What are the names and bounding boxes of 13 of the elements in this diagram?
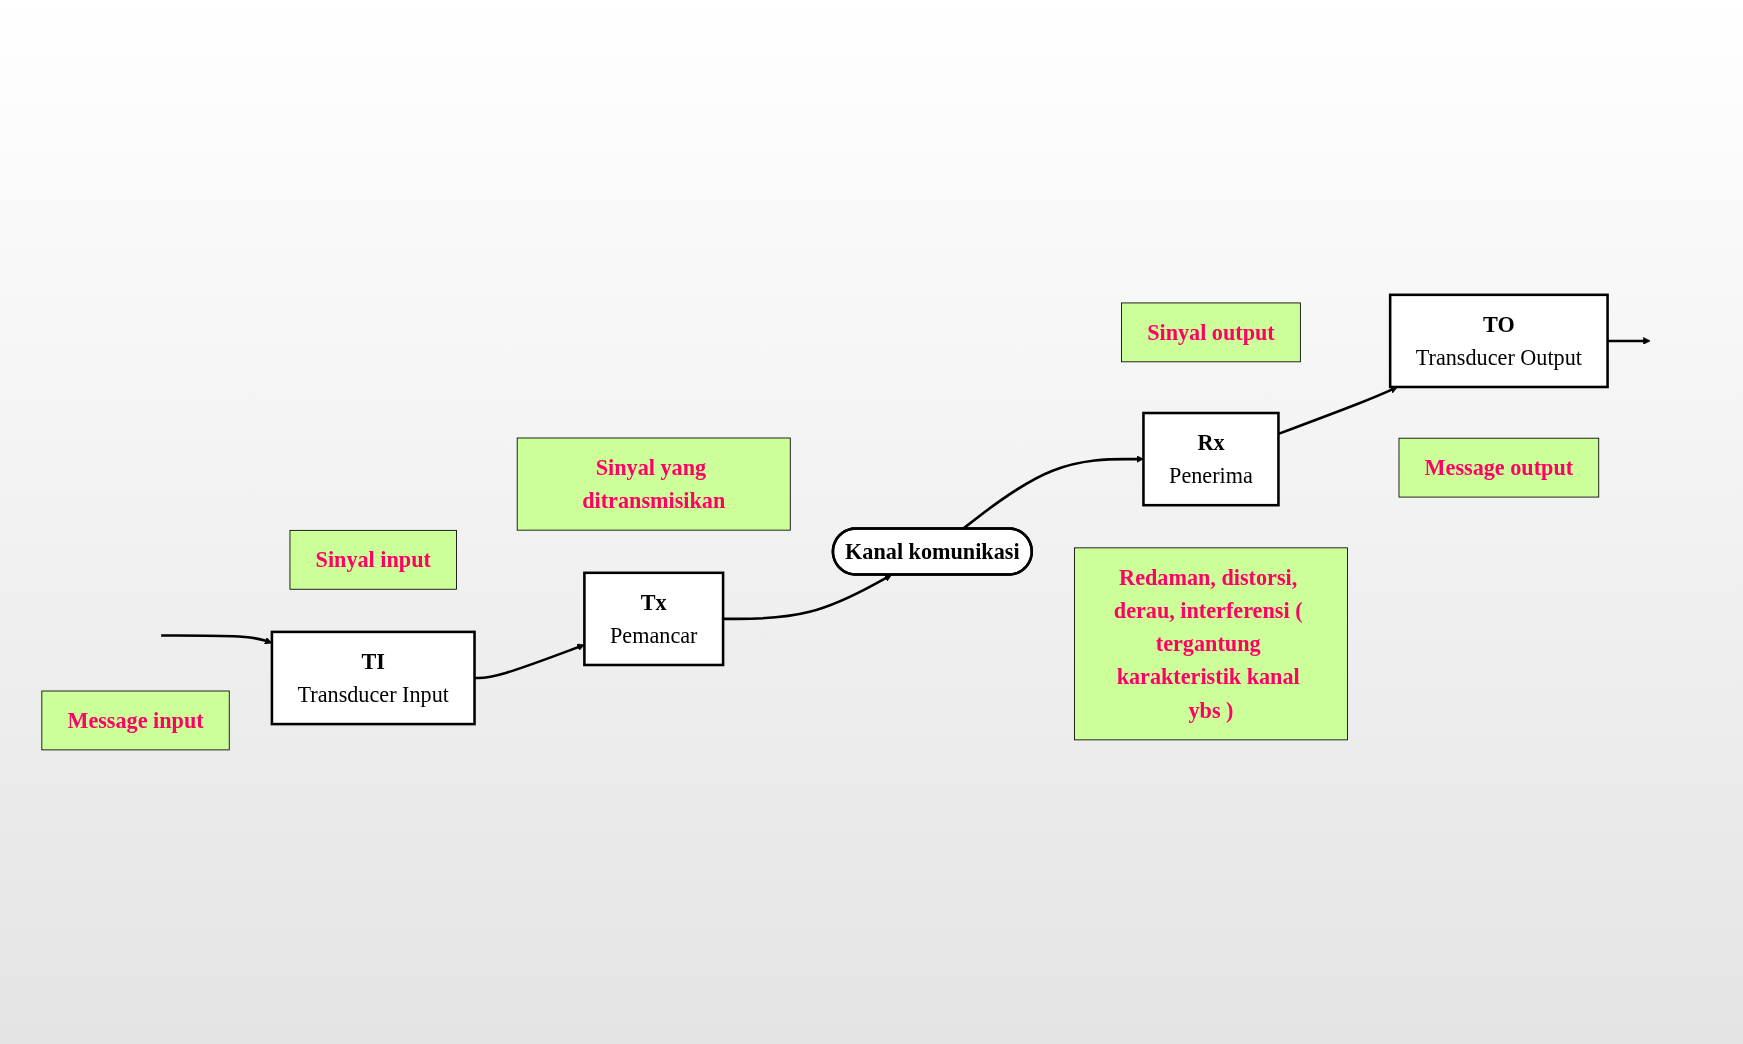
node-box: Sinyal output — [1120, 302, 1301, 362]
node-box: Tx Pemancar — [582, 571, 725, 666]
arrow — [722, 574, 892, 620]
node-box: Message input — [41, 690, 230, 750]
arrow — [1607, 336, 1651, 345]
node-box: Sinyal input — [289, 529, 457, 590]
node-box: Redaman, distorsi, derau, interferensi ( tergantung karakteristik kanal ybs ) — [1073, 547, 1348, 740]
node-box: TI Transducer Input — [270, 630, 476, 725]
node-box: Rx Penerima — [1142, 411, 1280, 507]
arrow — [474, 643, 585, 679]
node-box: Message output — [1398, 437, 1599, 498]
node-box: Sinyal yang ditransmisikan — [516, 437, 791, 531]
node-box: TO Transducer Output — [1388, 293, 1609, 388]
